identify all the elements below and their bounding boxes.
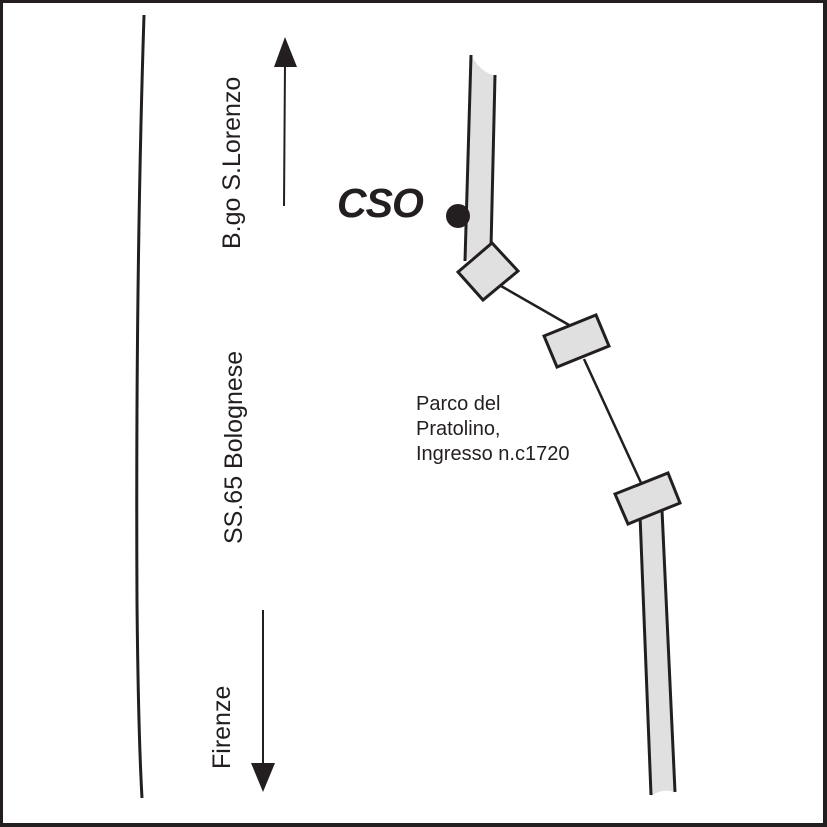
arrow-down-icon	[251, 610, 275, 792]
lower-access-road	[638, 509, 677, 796]
north-direction-label: B.go S.Lorenzo	[218, 76, 246, 249]
dot-icon	[446, 204, 470, 228]
rectangle-gate-icon	[613, 471, 682, 526]
arrow-up-icon	[274, 37, 297, 207]
map-drawing	[135, 14, 682, 799]
south-direction-label: Firenze	[208, 685, 236, 769]
rectangle-gate-icon	[542, 313, 611, 369]
park-entrance-label: Parco del Pratolino, Ingresso n.c1720	[416, 392, 569, 467]
park-label-line: Ingresso n.c1720	[416, 443, 570, 465]
main-road-line	[135, 14, 146, 799]
park-label-line: Parco del	[416, 393, 501, 415]
park-path-segment	[500, 284, 570, 327]
cso-marker-label: CSO	[337, 180, 424, 226]
park-path-segment	[582, 358, 644, 486]
upper-access-road	[463, 54, 497, 262]
main-road-label: SS.65 Bolognese	[220, 350, 248, 544]
park-label-line: Pratolino,	[416, 418, 501, 440]
rectangle-gate-icon	[455, 240, 521, 303]
